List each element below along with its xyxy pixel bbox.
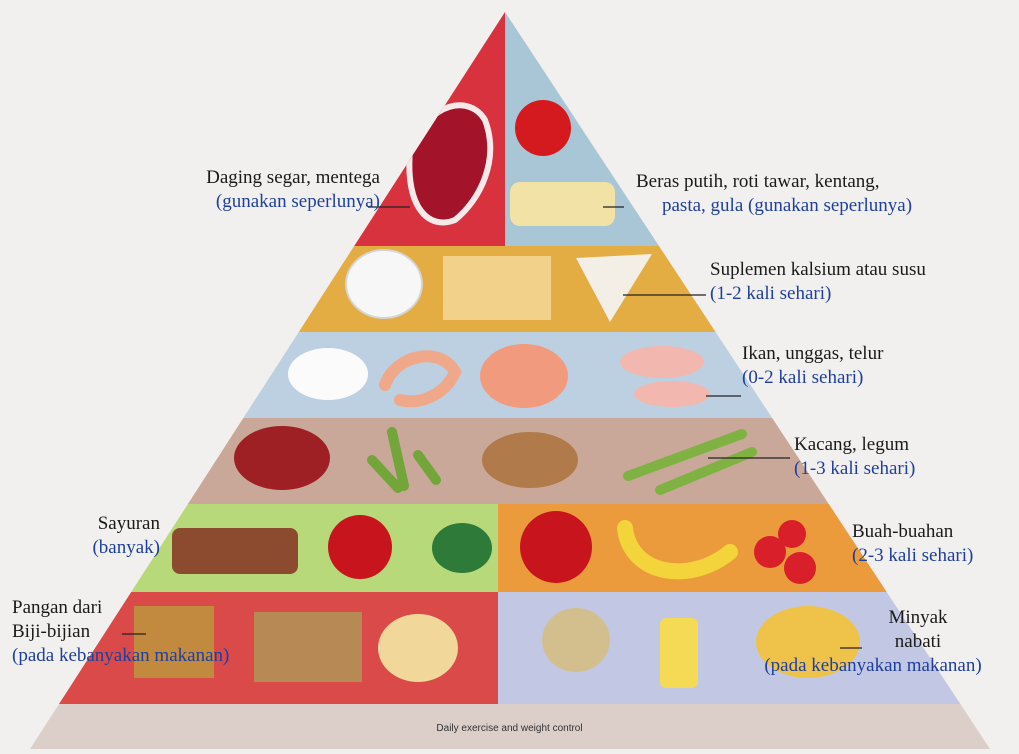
label-fruit-note: (2-3 kali sehari) [852, 544, 973, 568]
salmon-illustration [480, 344, 568, 408]
label-nuts-legumes: Kacang, legum (1-3 kali sehari) [794, 433, 915, 481]
label-plant-oils: Minyak nabati (pada kebanyakan makanan) [734, 606, 1012, 678]
nuts-illustration [482, 432, 578, 488]
beans-illustration [234, 426, 330, 490]
label-oil-note: (pada kebanyakan makanan) [734, 654, 1012, 678]
label-dairy-title: Suplemen kalsium atau susu [710, 259, 926, 280]
label-calcium-dairy: Suplemen kalsium atau susu (1-2 kali seh… [710, 258, 926, 306]
label-whole-grains: Pangan dari Biji-bijian (pada kebanyakan… [12, 596, 229, 668]
cheese-illustration [443, 256, 551, 320]
label-fish-note: (0-2 kali sehari) [742, 366, 883, 390]
label-oil-title: Minyak [734, 606, 1012, 630]
label-grain-note: (pada kebanyakan makanan) [12, 644, 229, 668]
label-veg-note: (banyak) [20, 536, 160, 560]
cereal-illustration [378, 614, 458, 682]
label-fruit-title: Buah-buahan [852, 521, 953, 542]
label-vegetables: Sayuran (banyak) [20, 512, 160, 560]
egg-illustration [288, 348, 368, 400]
spinach-illustration [432, 523, 492, 573]
label-dairy-note: (1-2 kali sehari) [710, 282, 926, 306]
label-carbs-note: pasta, gula (gunakan seperlunya) [636, 194, 912, 218]
label-nuts-title: Kacang, legum [794, 434, 909, 455]
label-meat-note: (gunakan seperlunya) [108, 190, 380, 214]
pistachio-illustration [542, 608, 610, 672]
label-fish-poultry-eggs: Ikan, unggas, telur (0-2 kali sehari) [742, 342, 883, 390]
raspberry-illustration-2 [784, 552, 816, 584]
tomato-illustration [515, 100, 571, 156]
oil-bottle-illustration [660, 618, 698, 688]
label-grain-title-2: Biji-bijian [12, 620, 229, 644]
label-meat-title: Daging segar, mentega [206, 167, 380, 188]
label-carbs-title: Beras putih, roti tawar, kentang, [636, 171, 880, 192]
red-apple-illustration [520, 511, 592, 583]
pasta-illustration [510, 182, 615, 226]
label-fish-title: Ikan, unggas, telur [742, 343, 883, 364]
label-nuts-note: (1-3 kali sehari) [794, 457, 915, 481]
label-refined-carbs: Beras putih, roti tawar, kentang, pasta,… [636, 170, 912, 218]
label-grain-title: Pangan dari [12, 596, 229, 620]
raspberry-illustration-3 [778, 520, 806, 548]
label-veg-title: Sayuran [98, 513, 160, 534]
chicken-illustration [620, 346, 704, 378]
apple-illustration [328, 515, 392, 579]
exercise-footer: Daily exercise and weight control [0, 723, 1019, 734]
carrots-illustration [172, 528, 298, 574]
chicken-illustration-2 [634, 381, 710, 407]
milk-bowl-illustration [346, 250, 422, 318]
label-oil-title-2: nabati [734, 630, 1012, 654]
label-fruits: Buah-buahan (2-3 kali sehari) [852, 520, 973, 568]
label-meat-butter: Daging segar, mentega (gunakan seperluny… [108, 166, 380, 214]
bread-illustration [254, 612, 362, 682]
